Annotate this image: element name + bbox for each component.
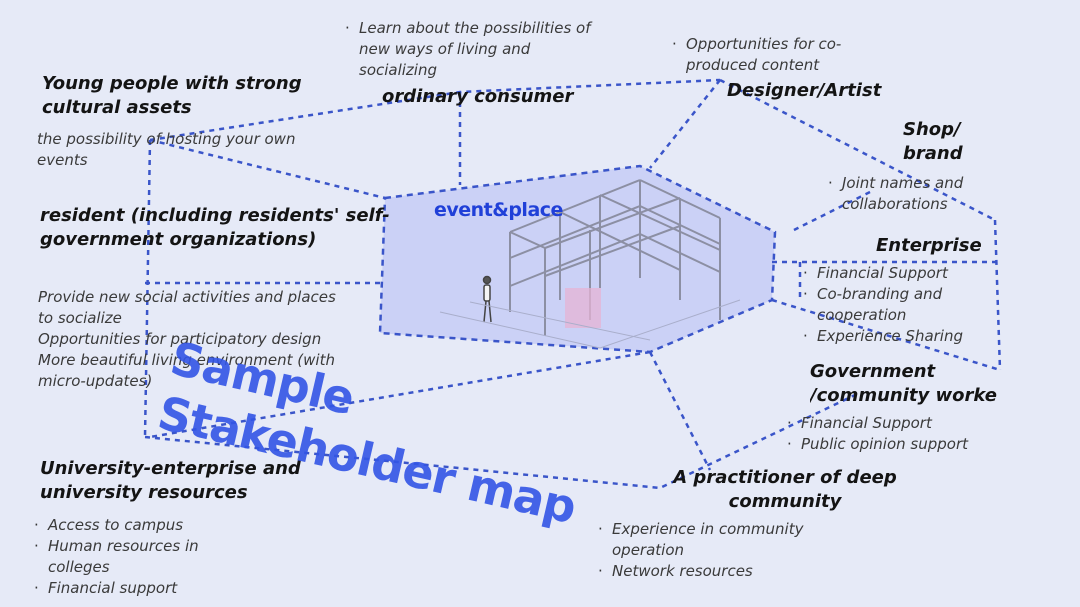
node-designer: Designer/Artist [727,79,927,103]
node-title: Government /community worke [810,361,997,406]
desc-line: More beautiful living environment (with … [38,351,335,390]
node-practitioner: A practitioner of deep community [655,466,915,514]
node-title: Shop/ brand [903,119,963,164]
line-designer [649,79,721,169]
desc-line: Opportunities for participatory design [38,330,322,348]
bullet-item: Network resources [598,561,848,582]
node-title: Young people with strong cultural assets [42,73,302,118]
desc-line: Provide new social activities and places… [38,288,336,327]
pink-block [565,288,601,328]
node-ordinary-consumer-desc: Learn about the possibilities of new way… [345,18,605,81]
bullet-item: Financial Support [787,413,1017,434]
line-designer-shop [719,78,996,222]
bullet-item: Experience Sharing [803,326,1003,347]
node-enterprise: Enterprise [876,234,1016,258]
node-designer-desc: Opportunities for co-produced content [672,34,882,76]
node-title: Enterprise [876,235,982,256]
node-government: Government /community worke [810,360,1015,408]
center-label: event&place [434,199,563,221]
node-university: University-enterprise and university res… [40,457,350,505]
bullet-item: Joint names and collaborations [828,173,998,215]
node-resident: resident (including residents' self-gove… [40,204,390,252]
line-young-people [149,138,386,200]
node-shop-brand: Shop/ brand [903,118,983,166]
node-title: ordinary consumer [382,86,574,107]
node-shop-desc: Joint names and collaborations [828,173,998,215]
node-title: resident (including residents' self-gove… [40,205,390,250]
bullet-item: Experience in community operation [598,519,848,561]
node-enterprise-desc: Financial Support Co-branding and cooper… [803,263,1003,347]
node-university-desc: Access to campus Human resources in coll… [34,515,254,599]
bullet-item: Access to campus [34,515,254,536]
floor-grid [439,299,741,349]
node-title: Designer/Artist [727,80,882,101]
bullet-item: Learn about the possibilities of new way… [345,18,605,81]
node-desc: the possibility of hosting your own even… [37,130,296,169]
node-young-people-desc: the possibility of hosting your own even… [37,129,297,171]
bullet-item: Co-branding and cooperation [803,284,1003,326]
bullet-item: Opportunities for co-produced content [672,34,882,76]
node-government-desc: Financial Support Public opinion support [787,413,1017,455]
line-practitioner [648,351,712,471]
node-title: A practitioner of deep community [673,467,897,512]
node-young-people: Young people with strong cultural assets [42,72,342,120]
bullet-item: Public opinion support [787,434,1017,455]
person-figure [482,275,492,323]
line-practitioner-left [149,350,651,439]
node-practitioner-desc: Experience in community operation Networ… [598,519,848,582]
bullet-item: Financial support [34,578,254,599]
node-title: University-enterprise and university res… [40,458,301,503]
node-resident-desc: Provide new social activities and places… [38,287,338,392]
bullet-item: Human resources in colleges [34,536,254,578]
node-ordinary-consumer: ordinary consumer [382,85,622,109]
bullet-item: Financial Support [803,263,1003,284]
